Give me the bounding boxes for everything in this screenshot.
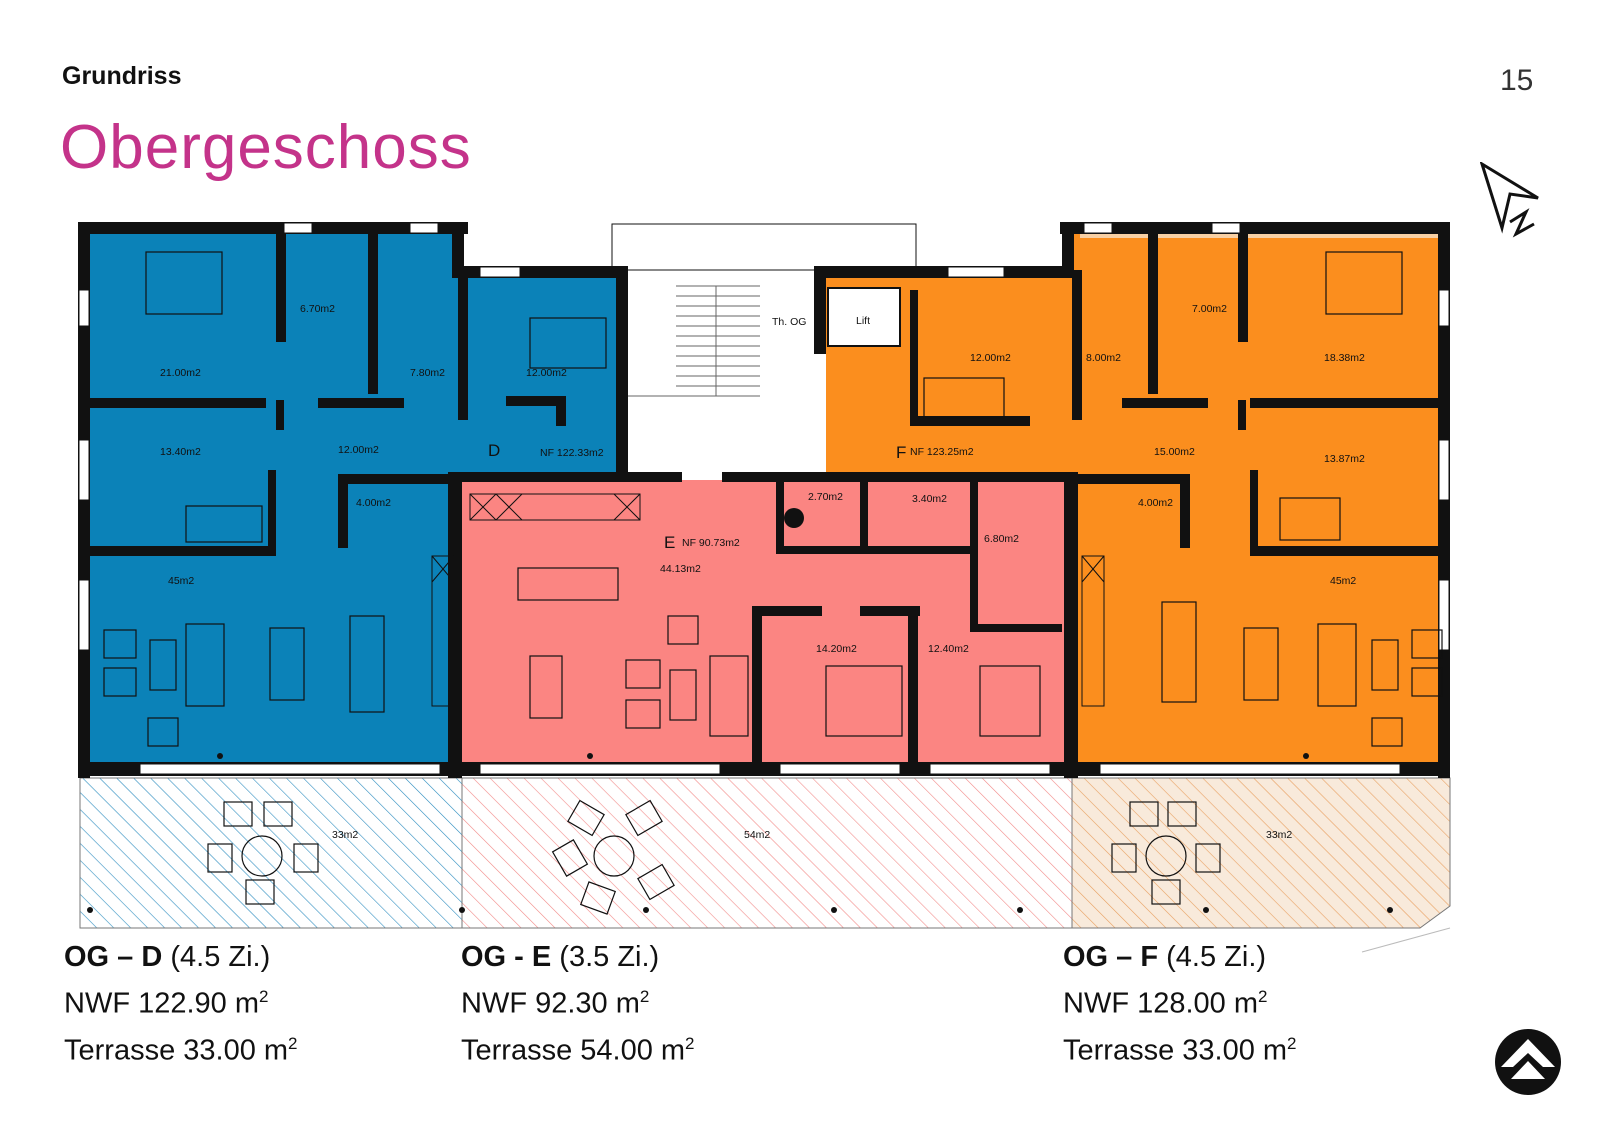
unit-terrace: Terrasse 33.00 m xyxy=(64,1034,289,1067)
room-label: 12.00m2 xyxy=(338,444,379,456)
unit-terrace: Terrasse 54.00 m xyxy=(461,1034,686,1067)
unit-code: OG – D xyxy=(64,941,163,973)
unit-exponent: 2 xyxy=(639,987,650,1006)
room-label: 3.40m2 xyxy=(912,493,947,505)
unit-d-nf: NF 122.33m2 xyxy=(540,447,604,459)
room-label: 2.70m2 xyxy=(808,491,843,503)
unit-code: OG – F xyxy=(1063,941,1159,973)
room-label: 44.13m2 xyxy=(660,563,701,575)
unit-exponent: 2 xyxy=(1258,987,1268,1006)
room-label: 4.00m2 xyxy=(1138,497,1173,509)
unit-exponent: 2 xyxy=(1287,1033,1297,1053)
room-label: 13.40m2 xyxy=(160,446,201,458)
brand-logo-icon xyxy=(1495,1029,1561,1095)
terrace-posts xyxy=(87,508,1393,913)
unit-f-caption: OG – F (4.5 Zi.) NWF 128.00 m2 Terrasse … xyxy=(1063,937,1297,1070)
room-label: 4.00m2 xyxy=(356,497,391,509)
terrace-e xyxy=(461,777,1073,929)
section-label: Grundriss xyxy=(62,62,182,90)
room-label: 8.00m2 xyxy=(1086,352,1121,364)
unit-rooms: (4.5 Zi.) xyxy=(1166,941,1267,973)
room-label: 6.80m2 xyxy=(984,533,1019,545)
walls xyxy=(78,222,1450,778)
room-label: 45m2 xyxy=(168,575,194,587)
room-label: 18.38m2 xyxy=(1324,352,1365,364)
lift-label: Lift xyxy=(856,315,870,327)
unit-rooms: (4.5 Zi.) xyxy=(170,941,271,973)
unit-nwf: NWF 128.00 m xyxy=(1063,987,1258,1020)
room-label: 6.70m2 xyxy=(300,303,335,315)
unit-code: OG - E xyxy=(461,941,552,973)
unit-e-nf: NF 90.73m2 xyxy=(682,537,740,549)
page-number: 15 xyxy=(1500,64,1534,97)
unit-e-caption: OG - E (3.5 Zi.) NWF 92.30 m2 Terrasse 5… xyxy=(461,937,695,1070)
unit-nwf: NWF 122.90 m xyxy=(64,987,259,1020)
room-label: 14.20m2 xyxy=(816,643,857,655)
terrace-label: 54m2 xyxy=(744,829,770,841)
unit-exponent: 2 xyxy=(288,1033,298,1053)
terrace-f xyxy=(1071,777,1451,929)
terrace-d xyxy=(79,777,463,929)
unit-exponent: 2 xyxy=(685,1033,695,1053)
unit-f-nf: NF 123.25m2 xyxy=(910,446,974,458)
terrace-furniture xyxy=(207,799,1221,915)
unit-d-caption: OG – D (4.5 Zi.) NWF 122.90 m2 Terrasse … xyxy=(64,937,298,1070)
windows xyxy=(78,222,1450,775)
unit-f-letter: F xyxy=(896,443,906,462)
room-label: 12.40m2 xyxy=(928,643,969,655)
terrace-label: 33m2 xyxy=(332,829,358,841)
room-label: 7.80m2 xyxy=(410,367,445,379)
unit-rooms: (3.5 Zi.) xyxy=(559,941,660,973)
room-label: 12.00m2 xyxy=(526,367,567,379)
room-label: 45m2 xyxy=(1330,575,1356,587)
unit-exponent: 2 xyxy=(259,987,269,1006)
kitchen xyxy=(431,493,1105,707)
room-label: 13.87m2 xyxy=(1324,453,1365,465)
unit-nwf: NWF 92.30 m xyxy=(461,987,640,1020)
unit-e-letter: E xyxy=(664,533,675,552)
stair-core xyxy=(611,223,917,470)
room-label: 7.00m2 xyxy=(1192,303,1227,315)
furniture xyxy=(103,251,1443,747)
terrace-label: 33m2 xyxy=(1266,829,1292,841)
north-arrow-icon xyxy=(1480,162,1539,238)
page-title: Obergeschoss xyxy=(60,113,472,182)
stair-label: Th. OG xyxy=(772,316,806,328)
unit-d-letter: D xyxy=(488,441,500,460)
unit-d-area xyxy=(80,226,618,770)
room-label: 21.00m2 xyxy=(160,367,201,379)
room-label: 15.00m2 xyxy=(1154,446,1195,458)
room-label: 12.00m2 xyxy=(970,352,1011,364)
unit-terrace: Terrasse 33.00 m xyxy=(1063,1034,1288,1067)
